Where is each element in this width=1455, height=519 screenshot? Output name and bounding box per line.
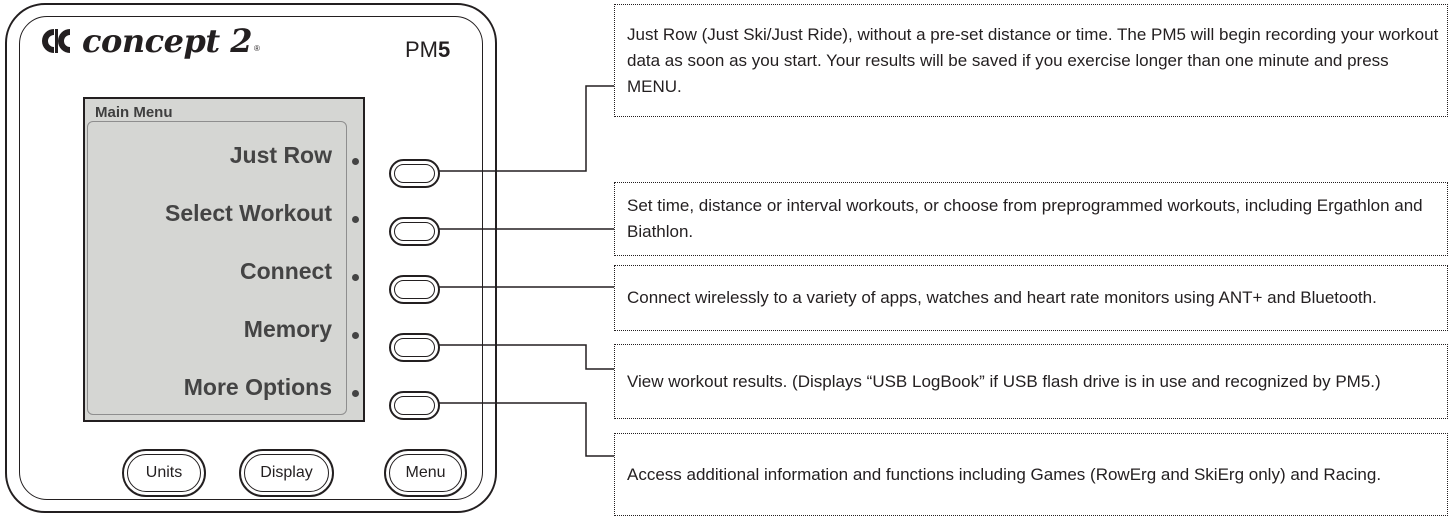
pm5-monitor: concept 2 ® PM5 Main Menu Just Row Selec…	[5, 3, 497, 513]
menu-indicator-dot	[352, 332, 359, 339]
model-label: PM5	[405, 37, 451, 62]
menu-item-connect: Connect	[240, 258, 332, 284]
menu-panel: Just Row Select Workout Connect Memory M…	[87, 121, 347, 415]
description-connect: Connect wirelessly to a variety of apps,…	[614, 265, 1448, 331]
menu-item-memory: Memory	[243, 316, 332, 342]
menu-item-more-options: More Options	[183, 374, 332, 400]
menu-item-just-row: Just Row	[229, 142, 332, 168]
monitor-bezel	[19, 16, 483, 500]
description-memory: View workout results. (Displays “USB Log…	[614, 344, 1448, 419]
menu-button[interactable]: Menu	[384, 449, 467, 497]
soft-key-connect[interactable]	[389, 275, 440, 304]
soft-key-just-row[interactable]	[389, 159, 440, 188]
soft-key-more-options[interactable]	[389, 391, 440, 420]
description-more-options: Access additional information and functi…	[614, 433, 1448, 516]
menu-item-select-workout: Select Workout	[165, 200, 332, 226]
brand-name: concept 2	[82, 22, 252, 60]
registered-mark: ®	[254, 44, 260, 53]
concept2-logo: concept 2 ®	[34, 25, 260, 57]
leader-line-memory	[438, 344, 614, 370]
soft-key-select-workout[interactable]	[389, 217, 440, 246]
leader-line-more-options	[438, 402, 614, 457]
description-just-row: Just Row (Just Ski/Just Ride), without a…	[614, 4, 1448, 117]
units-button[interactable]: Units	[122, 449, 206, 497]
concept2-logo-mark	[34, 26, 78, 56]
menu-button-label: Menu	[389, 454, 462, 492]
menu-indicator-dot	[352, 216, 359, 223]
menu-indicator-dot	[352, 274, 359, 281]
soft-key-memory[interactable]	[389, 333, 440, 362]
display-button[interactable]: Display	[239, 449, 334, 497]
display-button-label: Display	[244, 454, 329, 492]
screen-title: Main Menu	[95, 104, 173, 121]
description-select-workout: Set time, distance or interval workouts,…	[614, 182, 1448, 256]
units-button-label: Units	[127, 454, 201, 492]
leader-line-just-row	[438, 85, 614, 172]
lcd-screen: Main Menu Just Row Select Workout Connec…	[83, 97, 365, 422]
menu-indicator-dot	[352, 158, 359, 165]
menu-indicator-dot	[352, 390, 359, 397]
